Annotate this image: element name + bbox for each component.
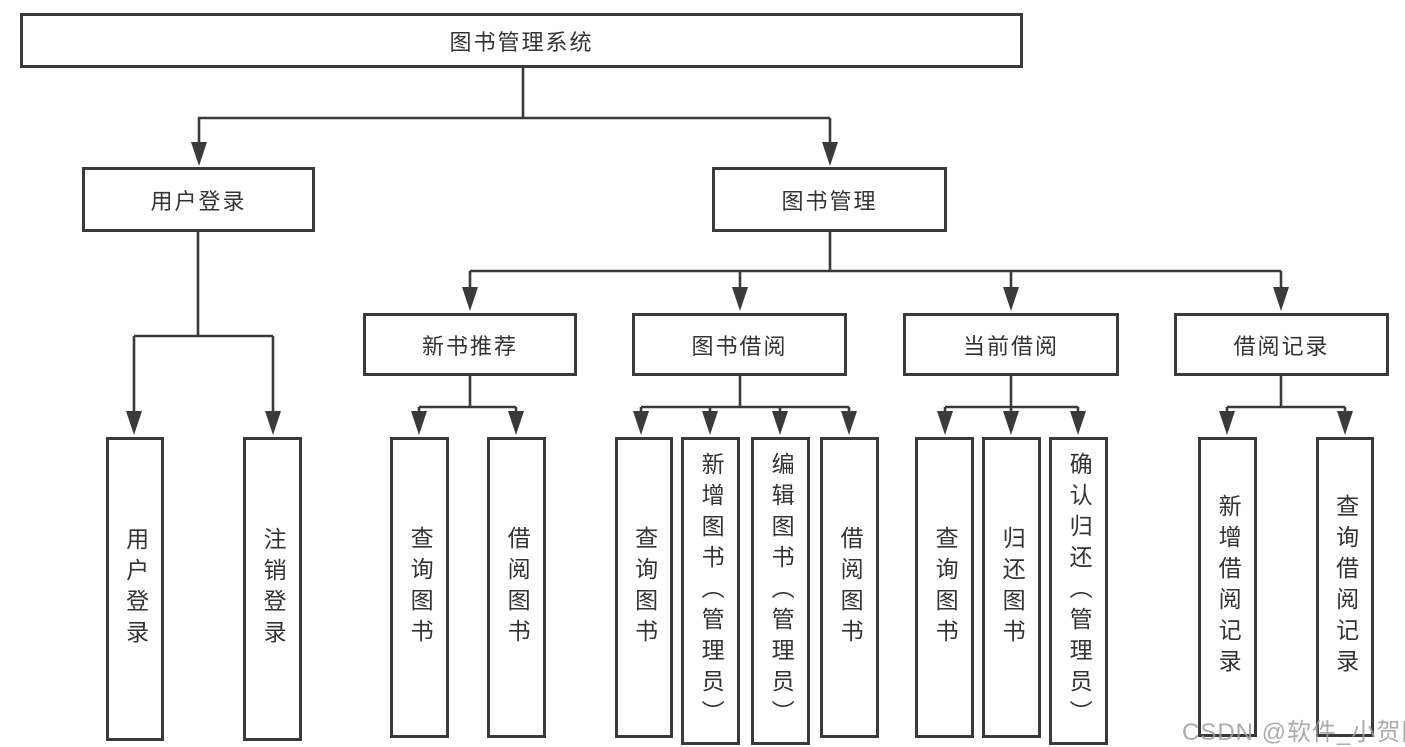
leaf-query-books-2-label: 查询图书 — [631, 525, 658, 650]
node-borrowing-records-label: 借阅记录 — [1233, 333, 1330, 359]
node-book-management-label: 图书管理 — [781, 188, 878, 214]
leaf-borrow-books-2-label: 借阅图书 — [837, 525, 864, 650]
node-user-login: 用户登录 — [82, 167, 315, 232]
node-book-borrowing-label: 图书借阅 — [691, 333, 788, 359]
node-root-label: 图书管理系统 — [449, 29, 594, 55]
leaf-return-book: 归还图书 — [982, 437, 1041, 738]
leaf-add-book-admin: 新增图书（管理员） — [681, 437, 740, 745]
leaf-logout: 注销登录 — [243, 437, 302, 741]
node-user-login-label: 用户登录 — [150, 188, 247, 214]
leaf-logout-label: 注销登录 — [260, 527, 287, 651]
node-new-book-recommend-label: 新书推荐 — [421, 333, 518, 359]
csdn-watermark: CSDN @软件_小贺同学 — [1182, 719, 1405, 746]
node-borrowing-records: 借阅记录 — [1174, 313, 1389, 376]
node-book-borrowing: 图书借阅 — [632, 313, 847, 376]
leaf-query-books-1: 查询图书 — [390, 437, 449, 738]
connector-book-mgmt-children — [462, 232, 1289, 311]
leaf-query-borrow-record-label: 查询借阅记录 — [1332, 494, 1359, 680]
node-book-management: 图书管理 — [712, 167, 947, 232]
leaf-add-borrow-record: 新增借阅记录 — [1198, 437, 1257, 737]
connector-new-book-rec-children — [411, 376, 524, 435]
leaf-query-books-3-label: 查询图书 — [932, 525, 959, 650]
leaf-add-borrow-record-label: 新增借阅记录 — [1215, 494, 1242, 680]
node-root-system: 图书管理系统 — [20, 13, 1023, 68]
leaf-confirm-return-admin: 确认归还（管理员） — [1049, 437, 1108, 745]
leaf-borrow-books-1-label: 借阅图书 — [504, 525, 531, 650]
leaf-return-book-label: 归还图书 — [999, 525, 1026, 650]
leaf-borrow-books-2: 借阅图书 — [820, 437, 879, 738]
connector-current-borrow-children — [937, 376, 1086, 435]
leaf-query-books-3: 查询图书 — [915, 437, 974, 738]
leaf-confirm-return-admin-label: 确认归还（管理员） — [1066, 451, 1093, 731]
leaf-borrow-books-1: 借阅图书 — [487, 437, 546, 738]
leaf-user-login-label: 用户登录 — [122, 527, 149, 651]
node-current-borrowing-label: 当前借阅 — [962, 333, 1059, 359]
leaf-query-books-2: 查询图书 — [615, 437, 673, 738]
leaf-edit-book-admin: 编辑图书（管理员） — [751, 437, 810, 745]
node-current-borrowing: 当前借阅 — [903, 313, 1119, 376]
leaf-query-books-1-label: 查询图书 — [407, 525, 434, 650]
leaf-add-book-admin-label: 新增图书（管理员） — [698, 451, 725, 731]
leaf-edit-book-admin-label: 编辑图书（管理员） — [768, 451, 795, 731]
node-new-book-recommend: 新书推荐 — [363, 313, 577, 376]
connector-user-login-children — [126, 232, 281, 435]
connector-book-borrow-children — [633, 376, 857, 435]
connector-root-to-level1 — [191, 68, 838, 166]
leaf-query-borrow-record: 查询借阅记录 — [1316, 437, 1374, 737]
leaf-user-login: 用户登录 — [106, 437, 164, 741]
connector-borrow-record-children — [1219, 376, 1353, 435]
